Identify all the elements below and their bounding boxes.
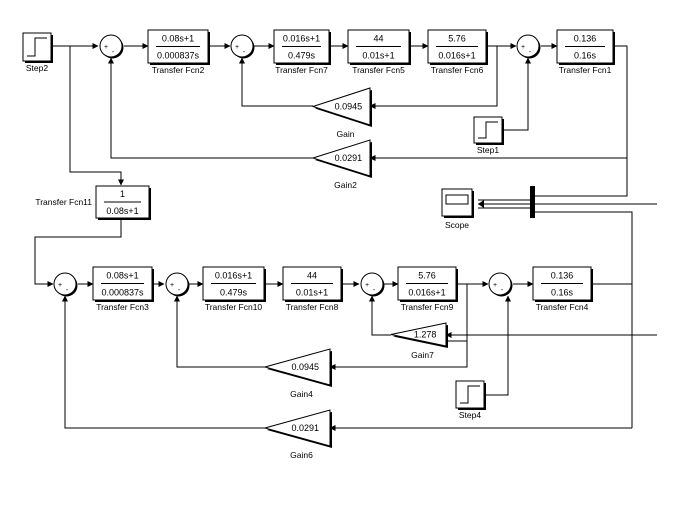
scope-screen-icon (445, 194, 469, 205)
gain4-label: Gain4 (290, 389, 313, 399)
scope-block[interactable]: Scope (441, 188, 474, 230)
tf9-denominator: 0.016s+1 (408, 288, 445, 298)
sum-3-minus-sign: - (529, 49, 532, 56)
tf11-label: Transfer Fcn11 (35, 197, 92, 207)
step2-label: Step2 (26, 63, 48, 73)
tf5-numerator: 44 (373, 34, 383, 44)
tf8-label: Transfer Fcn8 (286, 302, 339, 312)
step1-label: Step1 (477, 145, 499, 155)
tf2-numerator: 0.08s+1 (162, 34, 194, 44)
tf3-denominator: 0.000837s (101, 288, 144, 298)
step4-label: Step4 (459, 410, 481, 420)
sum-2-block[interactable]: +- (230, 34, 255, 59)
sum-4-plus-sign: + (58, 282, 62, 289)
mux-bar[interactable] (530, 186, 535, 218)
tf4-denominator: 0.16s (551, 288, 574, 298)
sum-5-minus-sign: - (178, 287, 181, 294)
sum-3-plus-sign: + (521, 44, 525, 51)
step1-block[interactable]: Step1 (473, 116, 504, 155)
tf6-label: Transfer Fcn6 (431, 65, 484, 75)
step4-block[interactable]: Step4 (455, 380, 486, 420)
tf3-label: Transfer Fcn3 (96, 302, 149, 312)
sum-5-plus-sign: + (170, 282, 174, 289)
tf8-numerator: 44 (307, 271, 317, 281)
sum-3-block[interactable]: +- (516, 34, 541, 59)
sum-1-block[interactable]: +- (99, 34, 124, 59)
tf7-numerator: 0.016s+1 (283, 34, 320, 44)
gain6-label: Gain6 (290, 450, 313, 460)
step1-step-icon (478, 121, 498, 139)
tf9-numerator: 5.76 (418, 271, 436, 281)
sum-6-block[interactable]: +- (360, 272, 385, 297)
gain-value: 0.0945 (335, 102, 363, 112)
sum-1-plus-sign: + (104, 44, 108, 51)
gain7-value: 1.278 (414, 330, 437, 340)
tf4-numerator: 0.136 (551, 271, 574, 281)
tf4-label: Transfer Fcn4 (536, 302, 589, 312)
scope-wires (478, 199, 530, 209)
step4-step-icon (460, 385, 480, 404)
tf7-label: Transfer Fcn7 (275, 65, 328, 75)
tf1-label: Transfer Fcn1 (559, 65, 612, 75)
wires-top (52, 43, 628, 197)
tf2-denominator: 0.000837s (157, 51, 200, 61)
gain7-label: Gain7 (411, 350, 434, 360)
gain4-value: 0.0945 (292, 362, 320, 372)
wires-bottom (34, 203, 657, 431)
tf6-denominator: 0.016s+1 (438, 51, 475, 61)
sum-2-plus-sign: + (235, 44, 239, 51)
sum-5-block[interactable]: +- (165, 272, 190, 297)
tf6-numerator: 5.76 (448, 34, 466, 44)
scope-label: Scope (445, 220, 469, 230)
tf3-numerator: 0.08s+1 (106, 271, 138, 281)
sum-2-minus-sign: - (243, 49, 246, 56)
tf5-denominator: 0.01s+1 (362, 51, 394, 61)
tf5-label: Transfer Fcn5 (352, 65, 405, 75)
gain2-label: Gain2 (334, 180, 357, 190)
tf11-numerator: 1 (120, 189, 125, 199)
sum-7-minus-sign: - (501, 287, 504, 294)
gain-label: Gain (337, 129, 355, 139)
tf1-numerator: 0.136 (574, 34, 597, 44)
tf2-label: Transfer Fcn2 (152, 65, 205, 75)
tf10-denominator: 0.479s (220, 288, 248, 298)
tf7-denominator: 0.479s (288, 51, 316, 61)
tf10-label: Transfer Fcn10 (205, 302, 263, 312)
tf9-label: Transfer Fcn9 (401, 302, 454, 312)
sum-6-minus-sign: - (373, 287, 376, 294)
gain6-value: 0.0291 (292, 423, 320, 433)
tf11-denominator: 0.08s+1 (106, 206, 138, 216)
tf8-denominator: 0.01s+1 (296, 288, 328, 298)
sum-4-minus-sign: - (66, 287, 69, 294)
sum-7-plus-sign: + (493, 282, 497, 289)
gain2-value: 0.0291 (335, 153, 363, 163)
sum-7-block[interactable]: +- (488, 272, 513, 297)
tf10-numerator: 0.016s+1 (215, 271, 252, 281)
sum-4-block[interactable]: +- (53, 272, 78, 297)
transfer-fcn-block-tf11[interactable]: 1 0.08s+1 Transfer Fcn11 (35, 185, 151, 220)
step2-block[interactable]: Step2 (22, 32, 53, 73)
sum-6-plus-sign: + (365, 282, 369, 289)
tf1-denominator: 0.16s (574, 51, 597, 61)
step2-step-icon (27, 37, 47, 57)
sum-1-minus-sign: - (112, 49, 115, 56)
